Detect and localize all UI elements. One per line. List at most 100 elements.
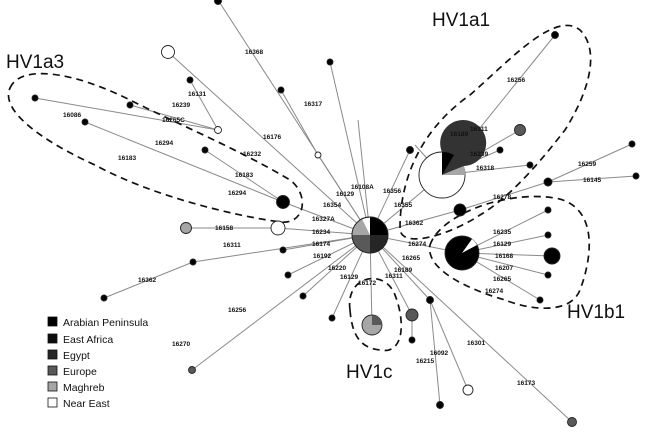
mutation-label: 16183 <box>118 155 136 162</box>
haplotype-node <box>279 246 287 254</box>
mutation-label: 16145 <box>583 177 601 184</box>
legend-swatch <box>47 333 58 344</box>
haplotype-nodes <box>31 0 640 427</box>
mutation-label: 16327A <box>312 216 335 223</box>
pie-slice-maghreb <box>442 166 466 175</box>
hv1a1-haplotype-pie <box>418 120 487 199</box>
mutation-label: 16189 <box>450 131 468 138</box>
haplotype-node <box>496 146 504 154</box>
mutation-label: 16189 <box>394 267 412 274</box>
mutation-labels: 16368 16131 16239 16265C 16086 16294 161… <box>63 49 601 387</box>
haplotype-node <box>406 146 414 154</box>
haplotype-node <box>276 195 290 209</box>
edge <box>547 143 633 183</box>
legend-item-arabian-peninsula: Arabian Peninsula <box>47 316 148 329</box>
haplogroup-label-hv1c: HV1c <box>346 362 392 383</box>
mutation-label: 16192 <box>313 253 331 260</box>
haplotype-node <box>453 203 467 217</box>
legend-label: Near East <box>63 398 110 410</box>
mutation-label: 16256 <box>228 307 246 314</box>
haplotype-node <box>544 206 552 214</box>
mutation-label: 16362 <box>138 277 156 284</box>
haplotype-node <box>161 45 175 59</box>
mutation-label: 16294 <box>228 190 246 197</box>
mutation-label: 16108A <box>351 184 374 191</box>
legend-label: Egypt <box>63 350 90 362</box>
mutation-label: 16176 <box>263 134 281 141</box>
mutation-label: 16265 <box>402 255 420 262</box>
haplotype-node <box>188 366 196 374</box>
mutation-label: 16274 <box>408 241 426 248</box>
legend-swatch <box>47 316 58 327</box>
haplotype-node <box>284 271 292 279</box>
mutation-label: 16355 <box>394 202 412 209</box>
outline-hv1b1 <box>428 195 590 309</box>
mutation-label: 16207 <box>495 265 513 272</box>
edge <box>357 119 371 236</box>
edge <box>204 149 284 203</box>
mutation-label: 16092 <box>430 350 448 357</box>
edge <box>547 175 637 183</box>
mutation-label: 16235 <box>493 229 511 236</box>
mutation-label: 16174 <box>312 241 330 248</box>
mutation-label: 16274 <box>485 288 503 295</box>
haplotype-node <box>628 140 636 148</box>
legend-item-near-east: Near East <box>47 397 110 410</box>
mutation-label: 16311 <box>385 273 403 280</box>
haplotype-node <box>214 126 222 134</box>
haplotype-node <box>299 292 307 300</box>
edge <box>429 299 469 391</box>
mutation-label: 16362 <box>405 220 423 227</box>
mutation-label: 16129 <box>336 191 354 198</box>
haplotype-node <box>81 118 89 126</box>
haplotype-node <box>180 222 192 234</box>
haplotype-node <box>544 271 552 279</box>
edge <box>429 299 441 406</box>
haplotype-node <box>408 336 416 344</box>
haplotype-node <box>632 172 640 180</box>
pie-border <box>351 216 389 254</box>
legend-label: East Africa <box>63 334 113 346</box>
haplogroup-label-hv1b1: HV1b1 <box>567 302 625 323</box>
mutation-label: 16158 <box>215 225 233 232</box>
legend-label: Maghreb <box>63 382 105 394</box>
edge <box>167 51 371 236</box>
mutation-label: 16234 <box>312 229 330 236</box>
legend: Arabian Peninsula East Africa Egypt Euro… <box>47 316 148 410</box>
legend-item-east-africa: East Africa <box>47 333 113 346</box>
legend-swatch <box>47 381 58 392</box>
mutation-label: 16129 <box>340 274 358 281</box>
legend-item-europe: Europe <box>47 365 97 378</box>
edge <box>191 234 371 371</box>
mutation-label: 16239 <box>470 151 488 158</box>
mutation-label: 16168 <box>495 253 513 260</box>
outline-hv1a3 <box>7 72 304 223</box>
legend-label: Arabian Peninsula <box>63 317 148 329</box>
haplotype-node <box>543 247 561 265</box>
haplotype-node <box>405 308 419 322</box>
legend-swatch <box>47 397 58 408</box>
haplotype-node <box>436 401 444 409</box>
haplotype-node <box>514 124 526 136</box>
mutation-label: 16172 <box>358 280 376 287</box>
edge <box>459 181 549 211</box>
mutation-label: 16239 <box>172 102 190 109</box>
haplogroup-label-hv1a1: HV1a1 <box>432 10 490 31</box>
mutation-label: 16317 <box>304 101 322 108</box>
mutation-label: 16311 <box>223 242 241 249</box>
mutation-label: 16173 <box>517 380 535 387</box>
mutation-label: 16259 <box>578 161 596 168</box>
edge <box>189 79 219 131</box>
mutation-label: 16232 <box>243 151 261 158</box>
legend-item-egypt: Egypt <box>47 349 90 362</box>
central-haplotype-pie <box>351 216 389 254</box>
haplotype-node <box>526 161 534 169</box>
haplogroup-label-hv1a3: HV1a3 <box>6 52 64 73</box>
mutation-label: 16086 <box>63 112 81 119</box>
haplotype-node <box>544 231 552 239</box>
haplotype-node <box>31 94 39 102</box>
mutation-label: 16294 <box>155 140 173 147</box>
pie-slice-arabian <box>370 217 388 235</box>
haplotype-node <box>189 258 197 266</box>
